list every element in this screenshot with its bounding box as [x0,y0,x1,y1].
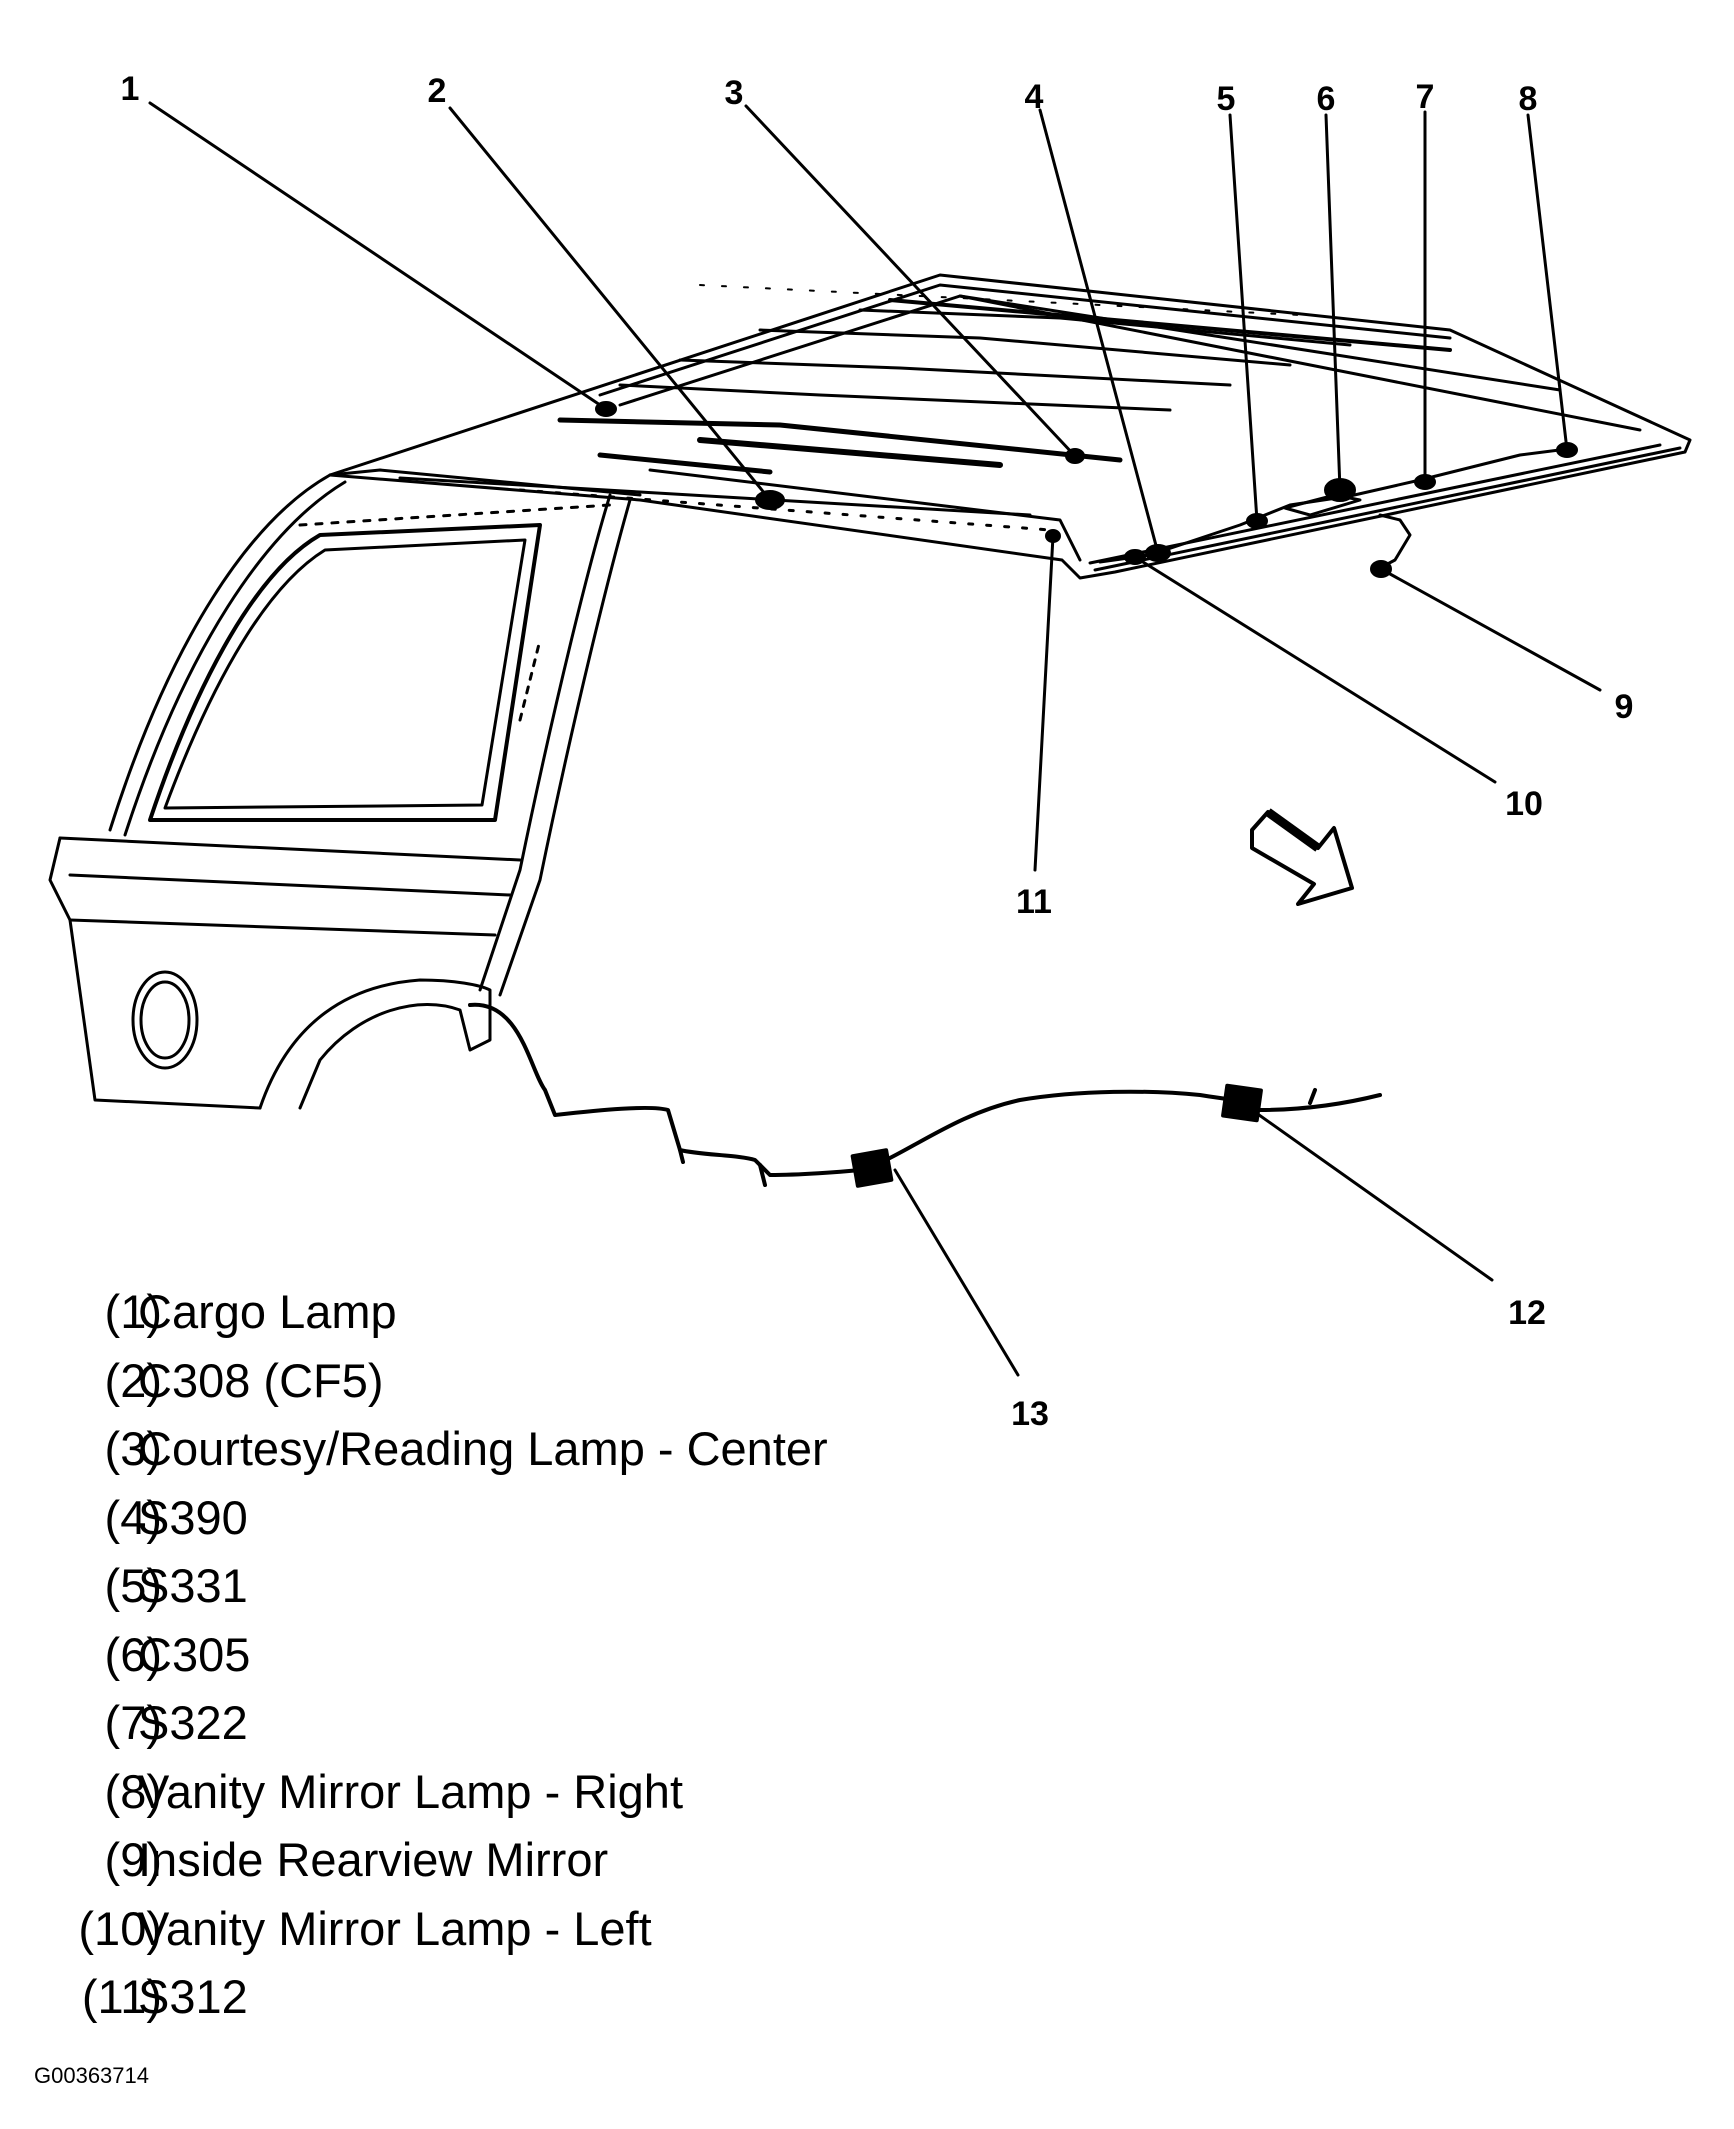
legend-num: (3) [104,1422,162,1475]
callout-8: 8 [1519,80,1538,118]
legend-label: Cargo Lamp [138,1285,397,1338]
legend-item-6: (6) C305 [32,1621,1032,1690]
legend-num: (2) [104,1353,162,1407]
legend-label: S312 [138,1970,248,2023]
legend-item-7: (7) S322 [32,1689,1032,1758]
callout-12: 12 [1508,1294,1546,1332]
front-direction-arrow [1250,808,1354,906]
legend-label: S331 [138,1559,248,1612]
legend-item-1: (1) Cargo Lamp [32,1278,1032,1347]
legend-item-10: (10) Vanity Mirror Lamp - Left [32,1895,1032,1964]
legend-item-3: (3) Courtesy/Reading Lamp - Center [32,1415,1032,1484]
legend-num: (8) [104,1764,162,1818]
callout-7: 7 [1416,78,1435,116]
callout-9: 9 [1615,688,1634,726]
callout-1: 1 [121,70,140,108]
legend-item-8: (8) Vanity Mirror Lamp - Right [32,1758,1032,1827]
harness-connector-12 [1221,1083,1263,1123]
legend-label: Courtesy/Reading Lamp - Center [138,1422,828,1475]
legend-item-9: (9) Inside Rearview Mirror [32,1826,1032,1895]
legend-num: (6) [104,1627,162,1681]
roof-headliner [328,273,1692,580]
legend-num: (11) [81,1970,162,2023]
callout-2: 2 [428,72,447,110]
callout-4: 4 [1025,78,1044,116]
figure-id: G00363714 [34,2063,149,2088]
legend-num: (10) [78,1901,162,1955]
leader-lines [148,101,1602,1377]
legend-item-5: (5) S331 [32,1552,1032,1621]
legend-item-2: (2) C308 (CF5) [32,1347,1032,1416]
legend-label: Vanity Mirror Lamp - Right [138,1764,683,1818]
harness-connector-13 [850,1148,894,1188]
callout-13: 13 [1011,1395,1049,1433]
harness-wire [468,1002,1382,1188]
callout-3: 3 [725,74,744,112]
legend-label: C308 (CF5) [138,1353,384,1407]
legend-label: Inside Rearview Mirror [138,1833,609,1886]
callout-10: 10 [1505,785,1543,823]
legend-item-4: (4) S390 [32,1484,1032,1553]
roof-components [595,401,1578,578]
legend-item-11: (11) S312 [32,1963,1032,2032]
legend-num: (7) [104,1696,162,1749]
rear-quarter-body [48,473,632,1110]
legend-num: (4) [104,1490,162,1544]
callout-6: 6 [1317,80,1336,118]
legend-label: C305 [138,1627,251,1681]
component-legend: (1) Cargo Lamp (2) C308 (CF5) (3) Courte… [32,1278,1032,2032]
legend-label: S322 [138,1696,248,1749]
callout-5: 5 [1217,80,1236,118]
legend-num: (1) [104,1285,162,1338]
legend-label: Vanity Mirror Lamp - Left [138,1901,652,1955]
legend-label: S390 [138,1490,248,1544]
callout-11: 11 [1016,883,1052,921]
legend-num: (9) [104,1833,162,1886]
callout-numbers: 1 2 3 4 5 6 7 8 9 10 11 12 13 [121,70,1634,1433]
legend-num: (5) [104,1559,162,1612]
